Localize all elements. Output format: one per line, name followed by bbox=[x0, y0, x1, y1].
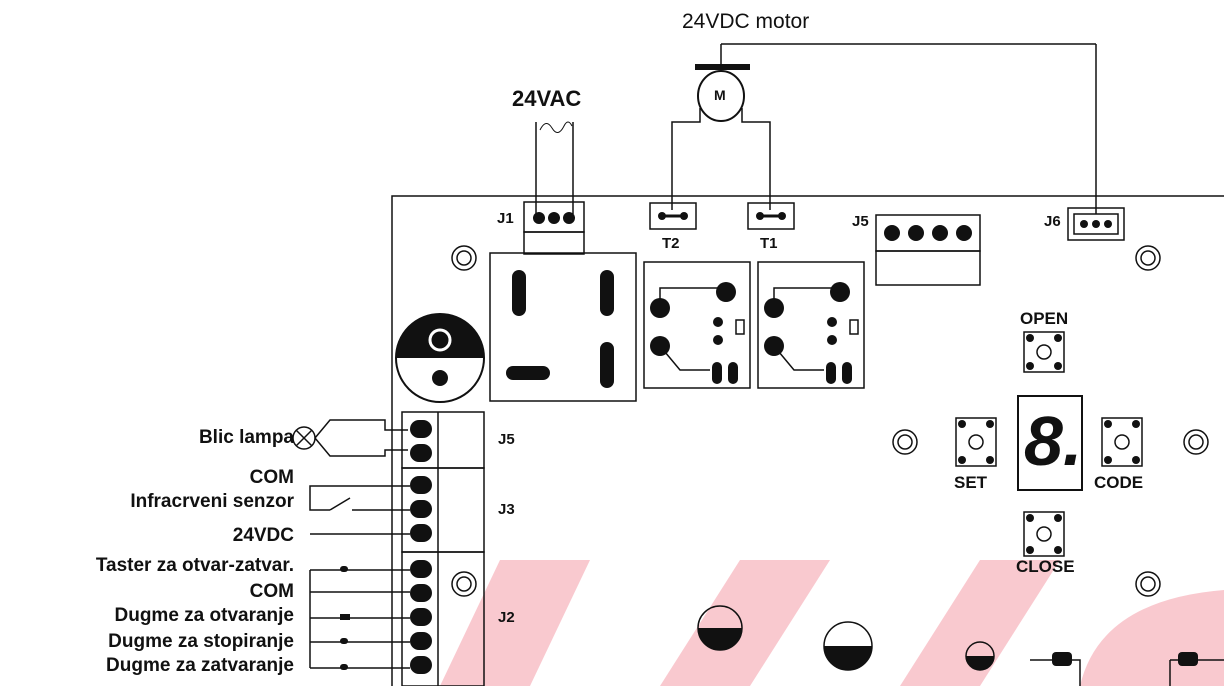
open-button-label: Dugme za otvaranje bbox=[114, 605, 295, 626]
set-label: SET bbox=[954, 473, 988, 492]
relay-2 bbox=[757, 261, 865, 389]
close-switch bbox=[1023, 511, 1065, 557]
motor-letter: M bbox=[714, 87, 726, 103]
code-switch bbox=[1101, 417, 1143, 467]
com-label-2: COM bbox=[249, 581, 294, 602]
board-outline bbox=[391, 195, 1224, 686]
open-label: OPEN bbox=[1020, 309, 1069, 328]
j1-label: J1 bbox=[497, 210, 514, 227]
vdc-label: 24VDC bbox=[232, 525, 294, 546]
motor-symbol bbox=[697, 70, 745, 122]
watermark bbox=[440, 560, 1224, 686]
close-label: CLOSE bbox=[1016, 557, 1075, 576]
display-digit: 8. bbox=[1024, 402, 1083, 480]
com-label-1: COM bbox=[249, 467, 294, 488]
code-label: CODE bbox=[1094, 473, 1144, 492]
j2-button-terminal bbox=[401, 551, 485, 686]
relay-1 bbox=[643, 261, 751, 389]
j5-label: J5 bbox=[498, 431, 515, 448]
j2-label: J2 bbox=[498, 609, 515, 626]
t1-label: T1 bbox=[760, 235, 778, 252]
j3-label: J3 bbox=[498, 501, 515, 518]
seven-segment-display bbox=[1017, 395, 1083, 491]
vac-label: 24VAC bbox=[512, 86, 582, 111]
j6-connector bbox=[1067, 207, 1125, 241]
open-switch bbox=[1023, 331, 1065, 373]
stop-button-label: Dugme za stopiranje bbox=[108, 631, 294, 652]
j5-top-label: J5 bbox=[852, 213, 869, 230]
set-switch bbox=[955, 417, 997, 467]
blic-lampa-label: Blic lampa bbox=[198, 427, 294, 448]
rectifier-block bbox=[489, 252, 637, 402]
ir-sensor-label: Infracrveni senzor bbox=[130, 491, 294, 512]
t2-label: T2 bbox=[662, 235, 680, 252]
taster-label: Taster za otvar-zatvar. bbox=[95, 555, 294, 576]
t1-terminal bbox=[747, 202, 795, 230]
j6-label: J6 bbox=[1044, 213, 1061, 230]
close-button-label: Dugme za zatvaranje bbox=[106, 655, 294, 676]
motor-label: 24VDC motor bbox=[682, 10, 810, 33]
t2-terminal bbox=[649, 202, 697, 230]
